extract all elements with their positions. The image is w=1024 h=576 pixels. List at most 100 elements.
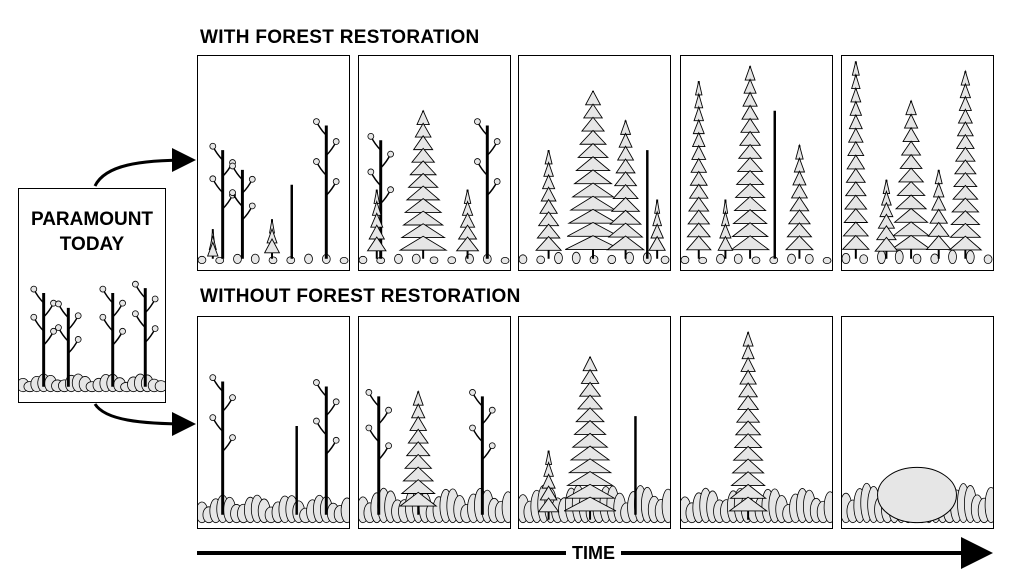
tree-foliage [366,236,387,252]
tree-foliage [793,156,806,173]
tree-foliage [685,235,712,251]
tree-leaves [469,424,476,432]
conifer-tree [648,199,666,259]
tree-foliage [784,235,814,251]
tree-foliage [691,144,707,160]
tree-foliage [734,420,762,436]
tree-foliage [956,121,974,137]
tree-leaves [367,168,375,176]
forest-illustration [19,280,165,393]
shrub [304,253,313,265]
tree-leaves [474,158,481,165]
tree-foliage [894,194,928,210]
shrub-thicket [877,466,957,524]
tree-foliage [953,172,978,187]
tree-leaves [30,313,38,321]
tree-leaves [248,175,256,183]
conifer-tree [263,219,281,259]
conifer-tree [535,150,563,259]
forest-illustration [198,374,349,524]
tree-foliage [575,156,611,172]
tree-foliage [731,458,765,474]
deciduous-tree [313,118,340,259]
tree-foliage [688,183,709,199]
forest-illustration [359,109,510,265]
forest-illustration [681,64,832,265]
tree-leaves [151,325,159,332]
tree-leaves [248,202,256,210]
shrub [698,256,708,265]
tree-foliage [737,143,763,159]
tree-foliage [847,140,865,156]
tree-foliage [952,184,979,200]
tree-leaves [55,324,62,331]
tree-foliage [902,126,920,143]
conifer-tree [537,450,560,520]
tree-foliage [577,142,609,158]
deciduous-tree [365,389,392,515]
tree-foliage [742,91,758,107]
shrub [571,251,581,265]
tree-foliage [400,479,436,494]
tree-foliage [400,223,446,239]
tree-foliage [951,197,980,213]
panel-without-2 [358,316,511,529]
tree-foliage [405,441,431,457]
deciduous-tree [469,389,496,515]
tree-foliage [569,195,617,211]
tree-foliage [733,433,763,448]
tree-foliage [851,73,861,90]
tree-foliage [576,394,604,410]
arrow-to-without [93,403,196,436]
tree-foliage [582,103,604,119]
tree-leaves [151,295,159,303]
forest-illustration [359,389,510,524]
tree-foliage [688,196,710,212]
tree-foliage [842,234,870,250]
conifer-tree [206,229,219,259]
tree-foliage [573,169,613,185]
conifer-tree [563,355,617,520]
tree-foliage [689,170,708,186]
tree-foliage [738,382,759,398]
tree-leaves [229,189,236,196]
tree-foliage [949,222,982,238]
tree-foliage [691,131,706,147]
deciduous-tree [367,132,394,259]
tree-foliage [398,235,448,251]
tree-foliage [613,171,638,187]
shrub [500,257,510,265]
tree-foliage [739,369,757,385]
with-restoration-heading: WITH FOREST RESTORATION [200,27,480,48]
forest-illustration [519,355,670,524]
tree-foliage [905,99,917,116]
tree-leaves [385,406,392,414]
tree-leaves [132,280,139,288]
tree-foliage [730,471,766,487]
tree-foliage [730,235,771,251]
shrub [822,257,832,265]
tree-foliage [787,209,811,225]
tree-foliage [953,159,977,175]
tree-foliage [899,153,923,169]
tree-foliage [609,209,643,225]
tree-foliage [789,196,810,212]
shrub [787,253,796,265]
tree-foliage [735,169,765,185]
tree-foliage [897,167,925,183]
tree-leaves [332,178,340,185]
tree-foliage [610,196,641,212]
forest-illustration [519,90,670,265]
conifer-tree [685,80,712,259]
tree-foliage [931,195,947,211]
tree-leaves [50,327,57,335]
tree-foliage [734,183,766,198]
shrub [965,250,975,265]
tree-leaves [488,406,496,414]
tree-foliage [573,420,607,435]
shrub [359,255,368,265]
tree-foliage [692,118,705,135]
conifer-tree [398,390,438,515]
tree-leaves [209,175,217,183]
conifer-tree [842,61,870,259]
